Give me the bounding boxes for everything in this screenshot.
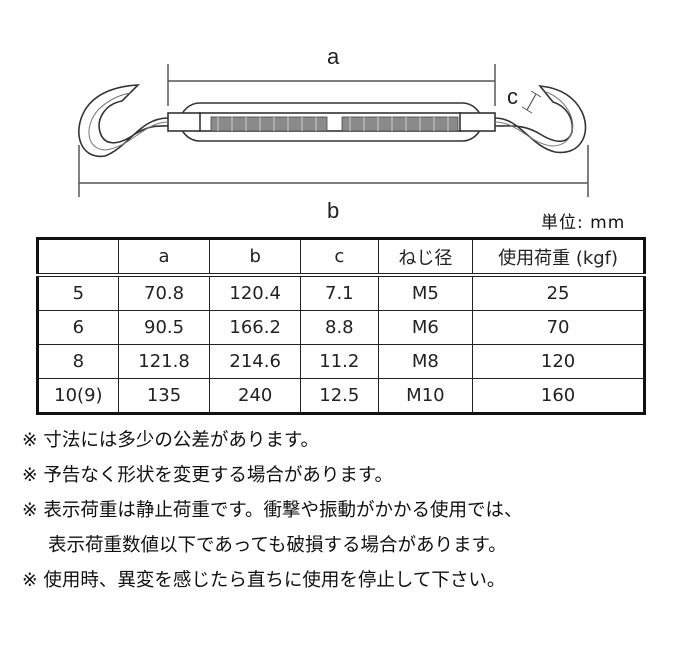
cell-load: 25 — [472, 274, 645, 311]
note-static-load: ※ 表示荷重は静止荷重です。衝撃や振動がかかる使用では、 — [22, 500, 523, 521]
cell-load: 120 — [472, 344, 645, 379]
header-thread-diameter: ねじ径 — [377, 238, 474, 277]
table-row: 5 70.8 120.4 7.1 M5 25 — [37, 274, 645, 311]
cell-a: 121.8 — [117, 344, 211, 379]
right-hook — [494, 85, 587, 154]
cell-c: 8.8 — [300, 310, 379, 345]
note-stop-use: ※ 使用時、異変を感じたら直ちに使用を停止して下さい。 — [22, 570, 506, 591]
note-static-load-continued: 表示荷重数値以下であっても破損する場合があります。 — [48, 535, 507, 556]
turnbuckle-drawing — [78, 64, 589, 197]
cell-a: 70.8 — [117, 274, 211, 311]
cell-thread: M10 — [377, 378, 474, 414]
notes-list: ※ 寸法には多少の公差があります。 ※ 予告なく形状を変更する場合があります。 … — [22, 423, 523, 598]
cell-load: 70 — [472, 310, 645, 345]
header-b: b — [209, 238, 301, 277]
cell-thread: M8 — [377, 344, 474, 379]
header-a: a — [117, 238, 211, 277]
table-header-row: a b c ねじ径 使用荷重 (kgf) — [37, 238, 645, 277]
cell-a: 90.5 — [117, 310, 211, 345]
cell-b: 166.2 — [209, 310, 301, 345]
dimension-c-label: c — [507, 84, 518, 109]
note-tolerance: ※ 寸法には多少の公差があります。 — [22, 430, 320, 451]
dimension-b-label: b — [327, 198, 340, 223]
cell-size: 8 — [37, 344, 119, 379]
cell-c: 12.5 — [300, 378, 379, 414]
table-row: 6 90.5 166.2 8.8 M6 70 — [37, 310, 645, 345]
header-working-load: 使用荷重 (kgf) — [472, 238, 645, 277]
cell-b: 120.4 — [209, 274, 301, 311]
cell-c: 7.1 — [300, 274, 379, 311]
turnbuckle-diagram: a b c — [0, 0, 700, 235]
cell-size: 6 — [37, 310, 119, 345]
cell-c: 11.2 — [300, 344, 379, 379]
cell-load: 160 — [472, 378, 645, 414]
cell-b: 214.6 — [209, 344, 301, 379]
table-row: 10(9) 135 240 12.5 M10 160 — [37, 378, 645, 414]
spec-table: a b c ねじ径 使用荷重 (kgf) 5 70.8 120.4 7.1 M5… — [36, 237, 646, 415]
cell-size: 5 — [37, 274, 119, 311]
cell-thread: M5 — [377, 274, 474, 311]
cell-thread: M6 — [377, 310, 474, 345]
note-shape-change: ※ 予告なく形状を変更する場合があります。 — [22, 465, 394, 486]
left-hook — [78, 84, 169, 158]
header-size — [37, 238, 119, 277]
cell-a: 135 — [117, 378, 211, 414]
cell-size: 10(9) — [37, 378, 119, 414]
header-c: c — [300, 238, 379, 277]
unit-label: 単位: mm — [541, 213, 626, 233]
dimension-a-label: a — [327, 44, 340, 69]
table-row: 8 121.8 214.6 11.2 M8 120 — [37, 344, 645, 379]
cell-b: 240 — [209, 378, 301, 414]
